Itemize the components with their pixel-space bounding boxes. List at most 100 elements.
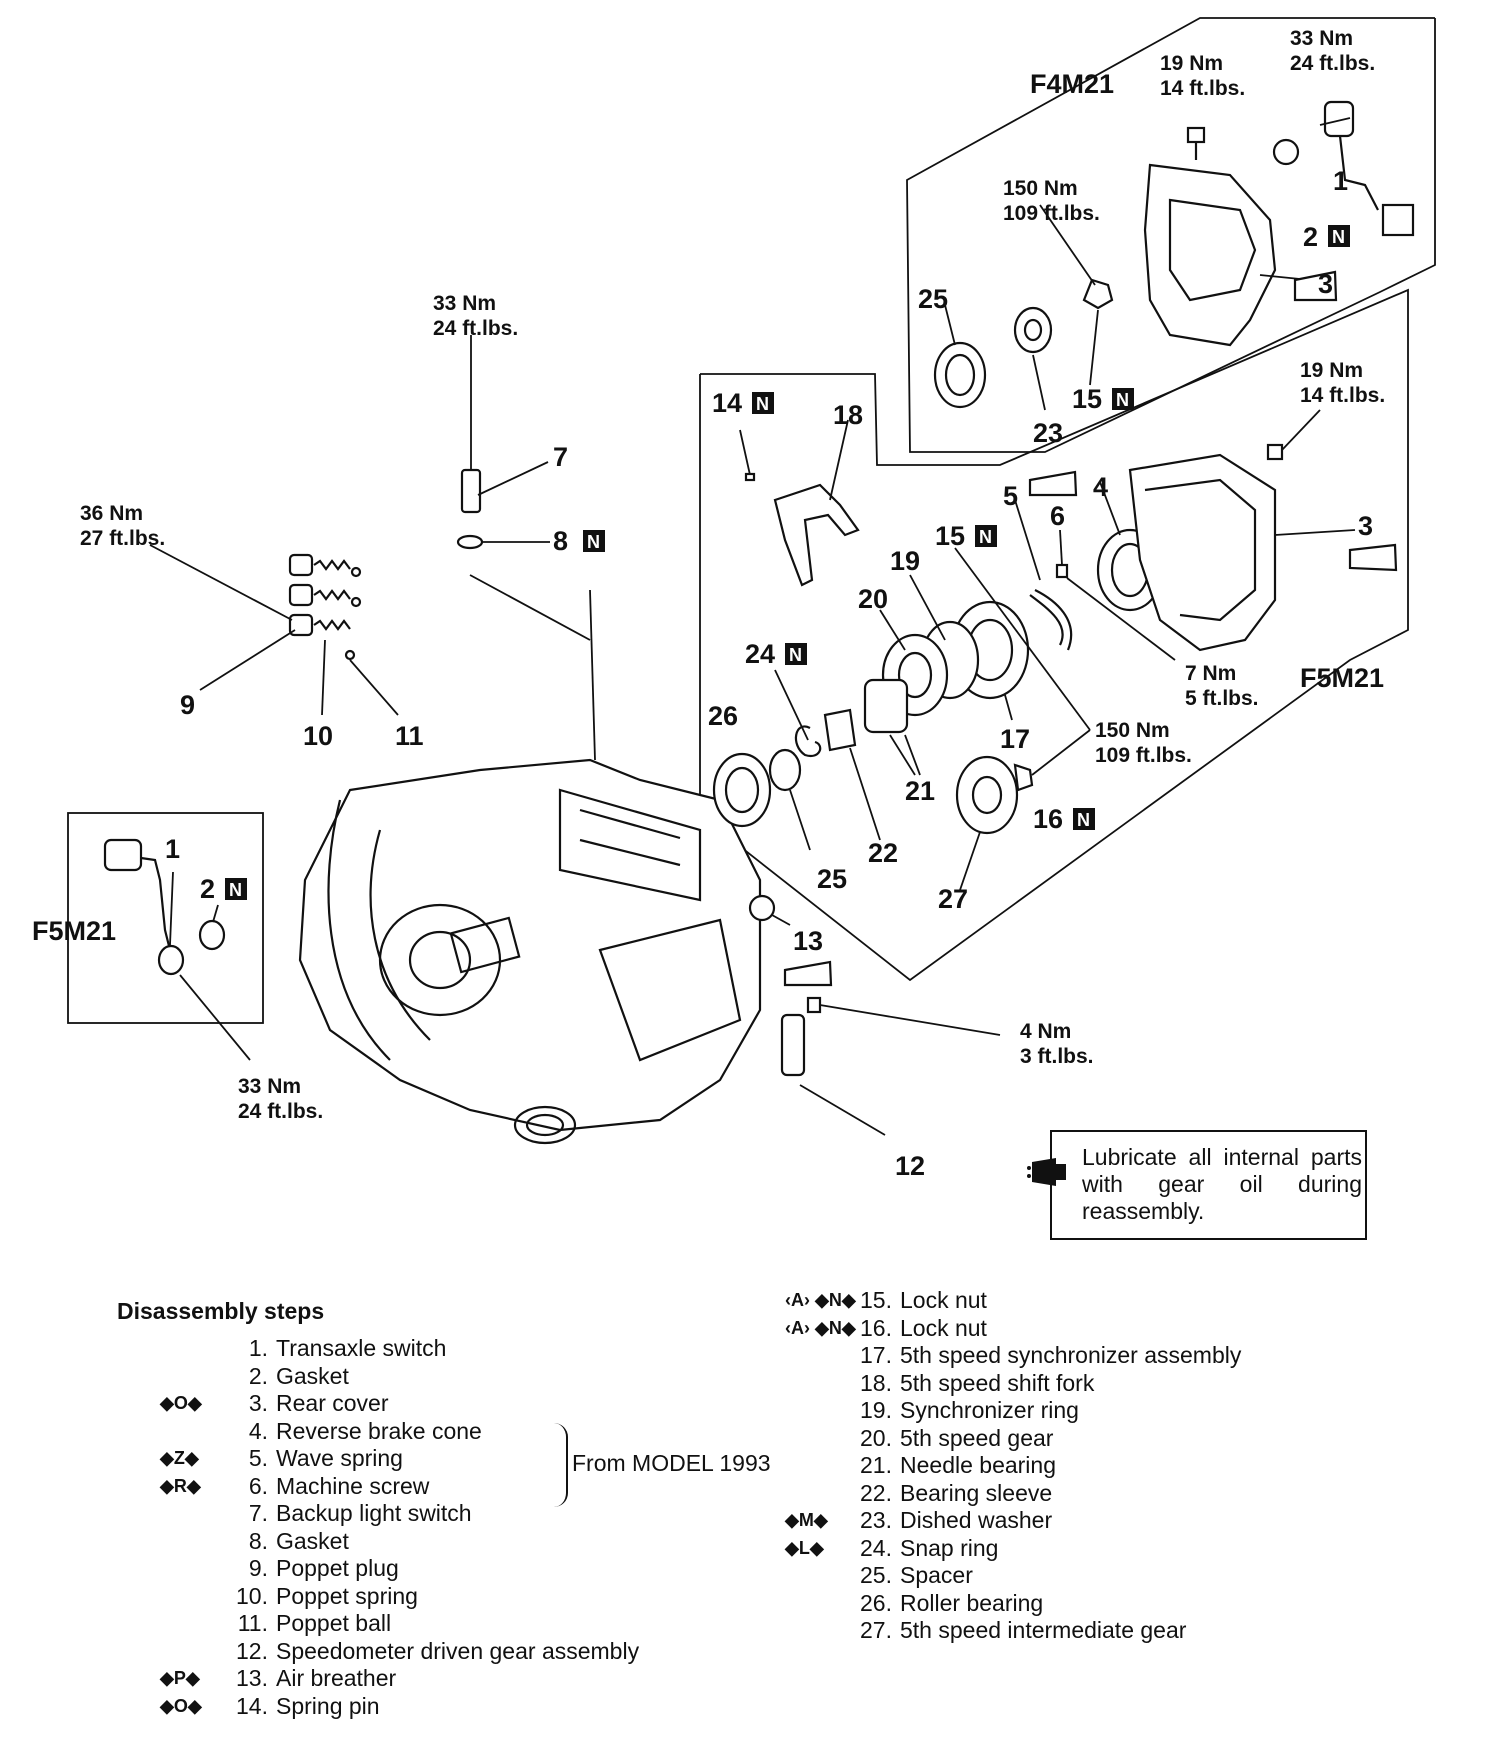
svg-text:33 Nm: 33 Nm xyxy=(1290,27,1353,50)
step-mark: ‹A› ◆N◆ xyxy=(785,1317,856,1338)
svg-text:7 Nm: 7 Nm xyxy=(1185,662,1236,685)
f5m21-left-box xyxy=(67,812,264,1024)
step-text: Backup light switch xyxy=(276,1500,472,1526)
machine-screw xyxy=(1055,529,1176,661)
step-item: 12.Speedometer driven gear assembly xyxy=(0,1638,760,1666)
n-mark xyxy=(1073,808,1095,830)
lock-nut-top xyxy=(1039,204,1114,386)
callout-12: 12 xyxy=(895,1151,925,1181)
svg-text:33 Nm: 33 Nm xyxy=(238,1075,301,1098)
step-item: ◆Z◆5.Wave spring xyxy=(0,1445,760,1473)
step-text: Machine screw xyxy=(276,1472,430,1499)
step-number: 19. xyxy=(860,1397,892,1423)
svg-text:N: N xyxy=(229,880,242,900)
callout-10: 10 xyxy=(303,721,333,751)
step-text: Roller bearing xyxy=(900,1589,1044,1616)
step-text: Poppet plug xyxy=(276,1555,399,1581)
lubrication-note: Lubricate all internal parts with gear o… xyxy=(1027,1130,1367,1240)
step-number: 9. xyxy=(248,1555,268,1581)
step-text: Lock nut xyxy=(900,1314,987,1341)
step-item: 21.Needle bearing xyxy=(760,1452,1460,1480)
backup-light-switch xyxy=(460,335,549,514)
n-mark xyxy=(752,392,774,414)
step-text: Poppet ball xyxy=(276,1610,392,1636)
transaxle-case xyxy=(298,574,762,1145)
step-number: 6. xyxy=(248,1472,268,1499)
exploded-view-diagram: F4M21 F5M21 F5M21 33 Nm 24 ft.lbs. 19 Nm… xyxy=(32,17,1436,1240)
step-item: 27.5th speed intermediate gear xyxy=(760,1617,1460,1645)
step-number: 26. xyxy=(860,1589,892,1616)
step-item: ◆M◆23.Dished washer xyxy=(760,1507,1460,1535)
svg-text:N: N xyxy=(789,645,802,665)
callout-25-mid: 25 xyxy=(817,864,847,894)
bolt-top xyxy=(1186,126,1206,160)
callout-27: 27 xyxy=(938,884,968,914)
torque-switch-top: 33 Nm 24 ft.lbs. xyxy=(1290,27,1375,75)
svg-text:19 Nm: 19 Nm xyxy=(1300,359,1363,382)
callout-20: 20 xyxy=(858,584,888,614)
callout-18: 18 xyxy=(833,400,863,430)
model-label-f4m21: F4M21 xyxy=(1030,69,1114,99)
step-text: Air breather xyxy=(276,1665,397,1691)
gasket-top xyxy=(1272,138,1300,166)
step-item: ‹A› ◆N◆16.Lock nut xyxy=(760,1315,1460,1343)
step-number: 17. xyxy=(860,1342,892,1368)
step-item: ◆O◆3.Rear cover xyxy=(0,1390,760,1418)
svg-text:N: N xyxy=(979,527,992,547)
svg-text:5 ft.lbs.: 5 ft.lbs. xyxy=(1185,687,1259,710)
step-number: 1. xyxy=(248,1335,268,1361)
step-item: 8.Gasket xyxy=(0,1528,760,1556)
step-text: Reverse brake cone xyxy=(276,1417,482,1444)
air-breather xyxy=(748,894,791,926)
n-mark xyxy=(583,530,605,552)
step-number: 25. xyxy=(860,1562,892,1588)
svg-text:N: N xyxy=(756,394,769,414)
svg-text:36 Nm: 36 Nm xyxy=(80,502,143,525)
step-item: 19.Synchronizer ring xyxy=(760,1397,1460,1425)
torque-speedo: 4 Nm 3 ft.lbs. xyxy=(1020,1020,1094,1068)
transaxle-switch-top xyxy=(1319,100,1415,237)
svg-text:4 Nm: 4 Nm xyxy=(1020,1020,1071,1043)
callout-14: 14 xyxy=(712,388,742,418)
step-text: Poppet spring xyxy=(276,1582,418,1609)
n-mark xyxy=(225,878,247,900)
svg-text:150 Nm: 150 Nm xyxy=(1003,177,1078,200)
step-number: 14. xyxy=(236,1692,268,1719)
step-item: 7. Backup light switch xyxy=(0,1500,760,1528)
svg-text:27 ft.lbs.: 27 ft.lbs. xyxy=(80,527,165,550)
model-label-f5m21-left: F5M21 xyxy=(32,916,116,946)
torque-backup: 33 Nm 24 ft.lbs. xyxy=(433,292,518,340)
step-number: 12. xyxy=(236,1637,268,1664)
step-text: 5th speed shift fork xyxy=(900,1369,1095,1396)
sealant-tubes xyxy=(783,270,1398,987)
callout-17: 17 xyxy=(1000,724,1030,754)
svg-text:109 ft.lbs.: 109 ft.lbs. xyxy=(1095,744,1192,767)
callout-8: 8 xyxy=(553,526,568,556)
callout-4: 4 xyxy=(1093,472,1108,502)
step-item: 2.Gasket xyxy=(0,1363,760,1391)
svg-text:33 Nm: 33 Nm xyxy=(433,292,496,315)
step-item: ◆O◆14.Spring pin xyxy=(0,1693,760,1721)
step-item: 1.Transaxle switch xyxy=(0,1335,760,1363)
step-number: 7. xyxy=(248,1500,268,1526)
callout-3-top: 3 xyxy=(1318,269,1333,299)
callout-9: 9 xyxy=(180,690,195,720)
callout-11: 11 xyxy=(395,721,424,751)
step-number: 11. xyxy=(237,1610,268,1636)
callout-15-top: 15 xyxy=(1072,384,1102,414)
bearing-sleeve xyxy=(823,708,881,841)
step-number: 15. xyxy=(860,1287,892,1313)
step-mark: ◆Z◆ xyxy=(160,1448,199,1468)
svg-text:3 ft.lbs.: 3 ft.lbs. xyxy=(1020,1045,1094,1068)
torque-nut-mid: 150 Nm 109 ft.lbs. xyxy=(1095,719,1192,767)
step-number: 18. xyxy=(860,1369,892,1396)
step-text: Rear cover xyxy=(276,1390,389,1416)
step-text: Snap ring xyxy=(900,1534,999,1561)
bolt-mid xyxy=(1266,409,1321,461)
step-text: Spring pin xyxy=(276,1692,380,1719)
spacer xyxy=(768,748,811,851)
model-label-f5m21-right: F5M21 xyxy=(1300,663,1384,693)
backup-gasket xyxy=(456,534,550,550)
